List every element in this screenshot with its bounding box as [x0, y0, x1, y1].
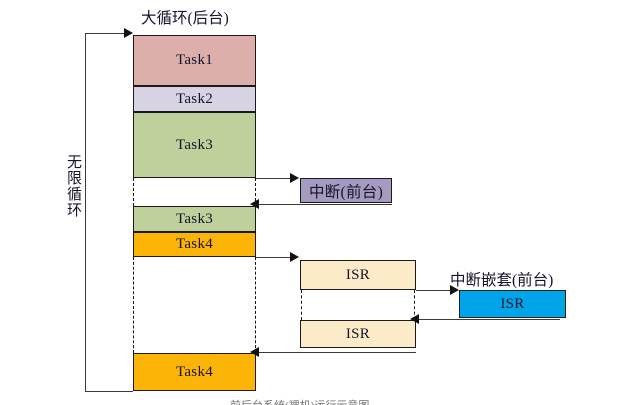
task-block-task1[interactable]: Task1: [133, 35, 256, 86]
connector-nested-isr-return: [416, 319, 560, 320]
isr-block-resumed[interactable]: ISR: [300, 320, 416, 348]
main-col-right-dash-1: [255, 178, 256, 206]
main-col-left-dash-2: [133, 257, 134, 353]
main-col-right-dash-2: [255, 257, 256, 353]
connector-to-isr-first: [256, 257, 292, 258]
connector-to-interrupt-arrow-icon: [290, 173, 299, 183]
task-block-label: Task3: [175, 136, 214, 153]
connector-to-interrupt: [256, 178, 292, 179]
loop-arrow-into-loop-icon: [124, 28, 133, 38]
connector-isr-return-to-main: [256, 352, 416, 353]
connector-to-nested-isr-arrow-icon: [450, 285, 459, 295]
interrupt-block-label: 中断(前台): [308, 183, 384, 201]
loop-bracket-left: [85, 33, 86, 391]
main-loop-title: 大循环(后台): [141, 10, 229, 27]
isr-lane-left-dash: [301, 290, 302, 320]
isr-block-first[interactable]: ISR: [300, 260, 416, 290]
task-block-task3-resumed[interactable]: Task3: [133, 206, 256, 232]
task-block-task4-first[interactable]: Task4: [133, 232, 256, 257]
nested-interrupt-title: 中断嵌套(前台): [450, 272, 554, 289]
nested-isr-block[interactable]: ISR: [459, 290, 566, 318]
connector-isr-return-to-main-arrow-icon: [250, 347, 259, 357]
isr-block-label: ISR: [345, 325, 371, 342]
connector-interrupt-return: [256, 204, 392, 205]
task-block-label: Task3: [175, 210, 214, 227]
loop-bracket-bottom: [85, 391, 133, 392]
task-block-label: Task4: [175, 363, 214, 380]
task-block-label: Task2: [175, 90, 214, 107]
connector-to-nested-isr: [416, 290, 452, 291]
task-block-task2[interactable]: Task2: [133, 86, 256, 112]
task-block-label: Task4: [175, 236, 214, 252]
isr-block-label: ISR: [345, 266, 371, 283]
connector-to-isr-first-arrow-icon: [290, 252, 299, 262]
connector-nested-isr-return-arrow-icon: [410, 314, 419, 324]
task-block-task4-resumed[interactable]: Task4: [133, 353, 256, 391]
interrupt-block[interactable]: 中断(前台): [300, 178, 392, 203]
connector-interrupt-return-arrow-icon: [250, 199, 259, 209]
task-block-task3-first[interactable]: Task3: [133, 112, 256, 178]
infinite-loop-label: 无限循环: [65, 154, 81, 218]
task-block-label: Task1: [175, 52, 214, 68]
isr-lane-right-dash: [414, 290, 415, 320]
loop-bracket-top: [85, 33, 127, 34]
main-col-left-dash-1: [133, 178, 134, 206]
figure-caption: 前后台系统(裸机)运行示意图: [230, 397, 369, 405]
nested-isr-block-label: ISR: [500, 295, 525, 312]
